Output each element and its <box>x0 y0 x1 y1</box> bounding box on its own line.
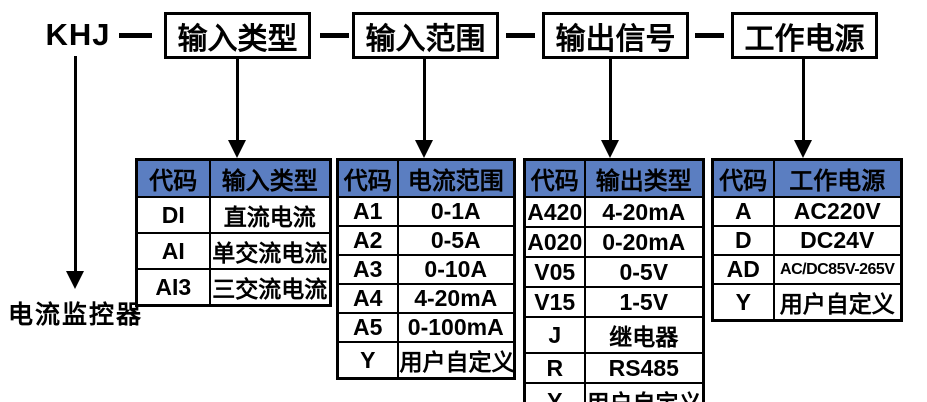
table-header-cell: 代码 <box>336 158 399 198</box>
value-cell: RS485 <box>583 352 705 384</box>
value-cell: 0-5A <box>396 225 516 256</box>
down-arrow-input-type-line <box>236 59 239 142</box>
code-cell: A5 <box>336 312 399 343</box>
code-cell: A <box>711 196 775 227</box>
table-header-row: 代码输入类型 <box>135 158 332 198</box>
table-header-cell: 输入类型 <box>208 158 332 198</box>
value-cell: 三交流电流 <box>208 268 332 307</box>
dash-connector <box>506 33 535 38</box>
code-cell: AD <box>711 254 775 285</box>
table-header-cell: 输出类型 <box>583 158 705 198</box>
down-arrow-input-range-head <box>415 140 433 158</box>
code-cell: A1 <box>336 196 399 227</box>
down-arrow-power-supply-line <box>802 59 805 142</box>
table-header-row: 代码工作电源 <box>711 158 903 198</box>
value-cell: 0-100mA <box>396 312 516 343</box>
top-box-power-supply: 工作电源 <box>731 12 878 59</box>
value-cell: 0-10A <box>396 254 516 285</box>
table-header-row: 代码电流范围 <box>336 158 516 198</box>
value-cell: 0-5V <box>583 256 705 288</box>
down-arrow-model-head <box>66 271 84 289</box>
code-cell: A4 <box>336 283 399 314</box>
table-header-row: 代码输出类型 <box>523 158 705 198</box>
value-cell: 0-20mA <box>583 226 705 258</box>
dash-connector <box>320 33 349 38</box>
value-cell: 1-5V <box>583 286 705 318</box>
code-cell: Y <box>523 382 586 402</box>
value-cell: 4-20mA <box>396 283 516 314</box>
code-cell: V15 <box>523 286 586 318</box>
code-cell: J <box>523 316 586 354</box>
down-arrow-output-signal-line <box>609 59 612 142</box>
down-arrow-model-line <box>74 56 77 273</box>
down-arrow-power-supply-head <box>794 140 812 158</box>
code-cell: A020 <box>523 226 586 258</box>
value-cell: 单交流电流 <box>208 232 332 270</box>
code-cell: R <box>523 352 586 384</box>
code-cell: D <box>711 225 775 256</box>
code-cell: A3 <box>336 254 399 285</box>
top-box-input-type: 输入类型 <box>164 12 311 59</box>
down-arrow-input-range-line <box>423 59 426 142</box>
table-header-cell: 代码 <box>523 158 586 198</box>
model-code: KHJ <box>45 17 111 52</box>
code-cell: DI <box>135 196 211 234</box>
code-cell: Y <box>336 341 399 380</box>
code-cell: Y <box>711 283 775 322</box>
value-cell: 用户自定义 <box>396 341 516 380</box>
table-header-cell: 代码 <box>711 158 775 198</box>
code-cell: AI3 <box>135 268 211 307</box>
value-cell: 继电器 <box>583 316 705 354</box>
top-box-output-signal: 输出信号 <box>542 12 689 59</box>
code-cell: A420 <box>523 196 586 228</box>
code-cell: AI <box>135 232 211 270</box>
table-header-cell: 代码 <box>135 158 211 198</box>
value-cell: 用户自定义 <box>583 382 705 402</box>
product-name-label: 电流监控器 <box>8 301 144 329</box>
value-cell: DC24V <box>772 225 903 256</box>
value-cell: 4-20mA <box>583 196 705 228</box>
value-cell: 用户自定义 <box>772 283 903 322</box>
top-box-input-range: 输入范围 <box>352 12 499 59</box>
down-arrow-output-signal-head <box>601 140 619 158</box>
value-cell: 0-1A <box>396 196 516 227</box>
dash-connector <box>119 33 152 38</box>
value-cell: AC220V <box>772 196 903 227</box>
code-cell: A2 <box>336 225 399 256</box>
dash-connector <box>695 33 724 38</box>
table-header-cell: 工作电源 <box>772 158 903 198</box>
down-arrow-input-type-head <box>228 140 246 158</box>
table-header-cell: 电流范围 <box>396 158 516 198</box>
value-cell: AC/DC85V-265V <box>772 254 903 285</box>
value-cell: 直流电流 <box>208 196 332 234</box>
code-cell: V05 <box>523 256 586 288</box>
